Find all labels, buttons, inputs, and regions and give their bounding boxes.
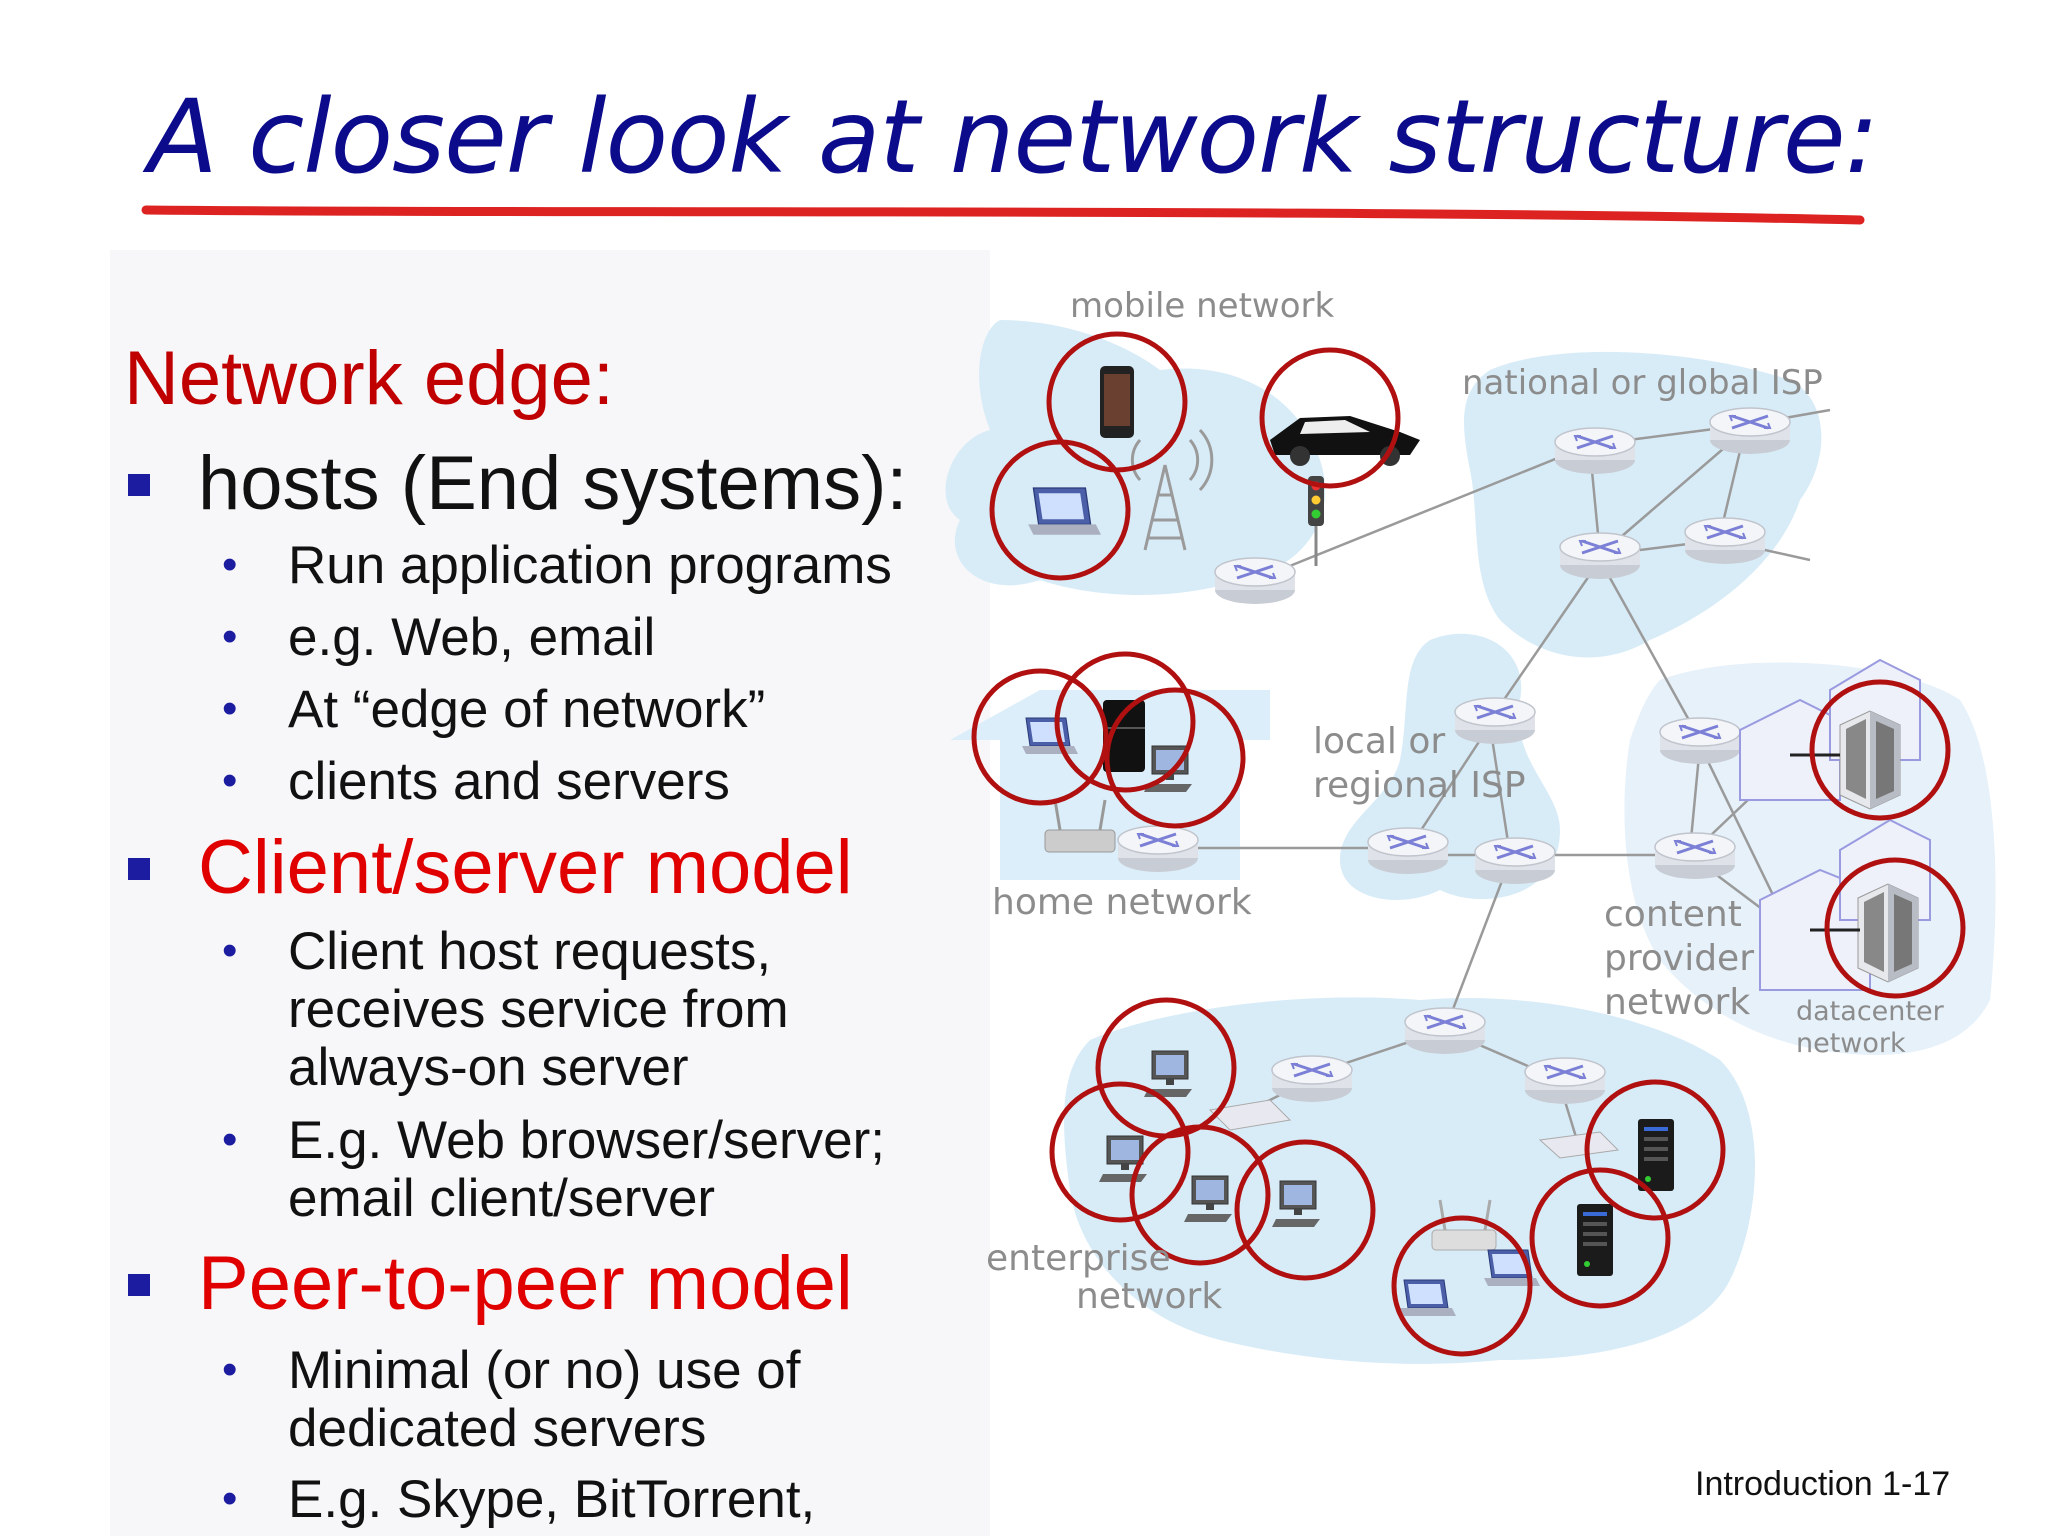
left-panel-background: [110, 250, 990, 1536]
p2p-item: E.g. Skype, BitTorrent,: [288, 1470, 816, 1529]
dot-bullet-icon: •: [222, 1345, 238, 1394]
router-icon: [1366, 826, 1450, 876]
server-rack-icon: [1857, 883, 1919, 983]
dot-bullet-icon: •: [222, 684, 238, 733]
router-icon: [1453, 696, 1537, 746]
wifi-router-icon: [1431, 1199, 1497, 1251]
content-provider-label-line: network: [1604, 982, 1750, 1023]
server-icon: [1638, 1119, 1674, 1191]
square-bullet-icon: [128, 1274, 150, 1296]
square-bullet-icon: [128, 474, 150, 496]
content-provider-label: content: [1604, 894, 1742, 935]
dot-bullet-icon: •: [222, 756, 238, 805]
smartphone-icon: [1100, 366, 1134, 438]
router-icon: [1653, 831, 1737, 881]
highlight-circles: [971, 331, 1966, 1357]
router-icon: [1116, 824, 1200, 874]
mobile-network-label: mobile network: [1070, 286, 1335, 326]
p2p-item: Minimal (or no) use of: [288, 1341, 801, 1400]
router-icon: [1558, 531, 1642, 581]
square-bullet-icon: [128, 858, 150, 880]
router-icon: [1213, 556, 1297, 606]
home-network-label: home network: [992, 882, 1252, 923]
hosts-item: clients and servers: [288, 752, 730, 811]
router-icon: [1523, 1056, 1607, 1106]
car-icon: [1270, 416, 1420, 466]
enterprise-network-label: enterprise: [986, 1238, 1171, 1279]
fridge-icon: [1103, 700, 1145, 772]
dot-bullet-icon: •: [222, 1115, 238, 1164]
client-server-item-line: receives service from: [288, 980, 789, 1039]
enterprise-network-label-line: network: [1076, 1276, 1222, 1317]
server-rack-icon: [1839, 710, 1901, 810]
router-icon: [1683, 516, 1767, 566]
hosts-heading: hosts (End systems):: [198, 441, 908, 526]
dot-bullet-icon: •: [222, 1474, 238, 1523]
hosts-item: At “edge of network”: [288, 680, 766, 739]
slide-title: A closer look at network structure:: [148, 78, 1879, 197]
dot-bullet-icon: •: [222, 540, 238, 589]
datacenter-network-label: datacenter: [1796, 996, 1945, 1027]
p2p-heading: Peer-to-peer model: [198, 1241, 853, 1326]
content-provider-label-line: provider: [1604, 938, 1754, 979]
dot-bullet-icon: •: [222, 612, 238, 661]
datacenter-network-label-line: network: [1796, 1028, 1906, 1059]
p2p-item-line: dedicated servers: [288, 1399, 707, 1458]
title-underline: [141, 205, 1865, 225]
wifi-router-icon: [1044, 799, 1116, 853]
router-icon: [1403, 1006, 1487, 1056]
local-isp-label-line: regional ISP: [1313, 765, 1526, 806]
router-icon: [1658, 716, 1742, 766]
hosts-item: e.g. Web, email: [288, 608, 656, 667]
switch-icon: [1208, 1099, 1620, 1159]
server-icon: [1577, 1204, 1613, 1276]
network-edge-heading: Network edge:: [124, 336, 615, 421]
cell-tower-icon: [1130, 428, 1214, 551]
router-icon: [1553, 426, 1637, 476]
client-server-item-line: always-on server: [288, 1038, 689, 1097]
national-isp-label: national or global ISP: [1462, 363, 1823, 403]
router-icon: [1270, 1054, 1354, 1104]
local-isp-label: local or: [1313, 721, 1445, 762]
dot-bullet-icon: •: [222, 926, 238, 975]
client-server-item: E.g. Web browser/server;: [288, 1111, 885, 1170]
slide-footer: Introduction 1-17: [1695, 1465, 1951, 1503]
hosts-item: Run application programs: [288, 536, 892, 595]
client-server-heading: Client/server model: [198, 825, 853, 910]
client-server-item-line: email client/server: [288, 1169, 716, 1228]
router-icon: [1708, 406, 1792, 456]
client-server-item: Client host requests,: [288, 922, 772, 981]
router-icon: [1473, 836, 1557, 886]
mobile-network-cloud: [945, 320, 1326, 595]
